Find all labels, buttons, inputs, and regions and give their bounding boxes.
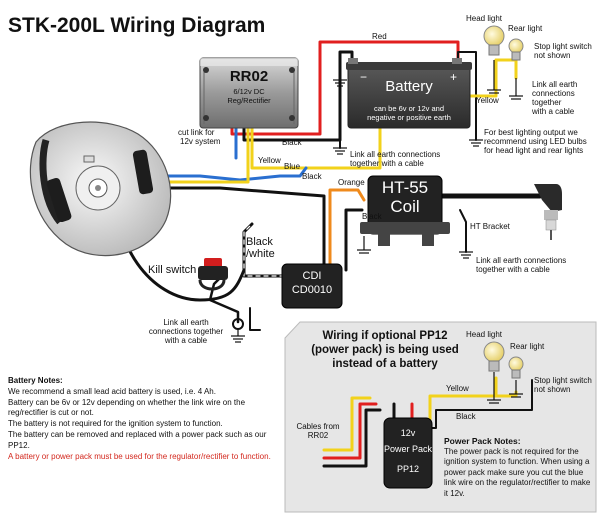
battery-positive-terminal: + [450, 70, 458, 84]
coil-line1: HT-55 [381, 178, 429, 197]
battery-notes-line1: We recommend a small lead acid battery i… [8, 386, 216, 396]
regulator-sub1: 6/12v DC [233, 87, 265, 96]
pp-label-black: Black [456, 412, 476, 421]
pp-rearlight-bulb-icon [508, 356, 524, 379]
stator-icon [29, 121, 172, 257]
label-earth-battery-2: together with a cable [350, 159, 424, 168]
label-cut-link-2: 12v system [180, 137, 221, 146]
battery [346, 58, 472, 129]
label-black-mid: Black [302, 172, 322, 181]
label-stoplight-2: not shown [534, 51, 571, 60]
battery-notes-warning: A battery or power pack must be used for… [8, 451, 271, 461]
regulator-sub2: Reg/Rectifier [227, 96, 271, 105]
pp-label-cables-1: Cables from [296, 422, 340, 431]
label-led-note-2: recommend using LED bulbs [484, 137, 587, 146]
label-black-coil: Black [362, 212, 382, 221]
pp-title-line2: (power pack) is being used [311, 344, 459, 356]
pp-line2: Power Pack [384, 444, 433, 454]
page-title: STK-200L Wiring Diagram [8, 14, 266, 37]
battery-desc1: can be 6v or 12v and [373, 104, 445, 113]
headlight-bulb-icon [483, 25, 505, 56]
cdi-line1: CDI [302, 270, 322, 282]
battery-notes-line2: Battery can be 6v or 12v depending on wh… [8, 397, 246, 418]
cdi-unit [281, 263, 343, 309]
label-earth-kill-1: Link all earth [163, 318, 209, 327]
label-earth-coil-1: Link all earth connections [476, 256, 567, 265]
label-cut-link-1: cut link for [178, 128, 215, 137]
label-blue: Blue [284, 162, 301, 171]
label-kill-switch: Kill switch [148, 264, 197, 276]
regulator-rr02 [199, 57, 299, 129]
label-earth-kill-3: with a cable [164, 336, 208, 345]
pp-label-rearlight: Rear light [510, 342, 545, 351]
spark-plug-icon [534, 184, 562, 240]
label-earth-kill-2: connections together [148, 327, 224, 336]
label-black-white-2: /white [246, 248, 275, 260]
wire-blue [158, 166, 308, 182]
wire-yellow-stator [148, 126, 250, 184]
pp-label-stoplight-2: not shown [534, 385, 571, 394]
label-earth-battery-1: Link all earth connections [350, 150, 441, 159]
label-rearlight: Rear light [508, 24, 543, 33]
battery-negative-terminal: − [360, 70, 368, 84]
label-orange: Orange [338, 178, 365, 187]
label-earth-lights-1: Link all earth [532, 80, 578, 89]
label-earth-lights-3: together [532, 98, 562, 107]
pp-title: Wiring if optional PP12 (power pack) is … [300, 329, 470, 371]
pp-line3: PP12 [396, 464, 420, 474]
label-black-top: Black [282, 138, 302, 147]
label-headlight: Head light [466, 14, 503, 23]
label-led-note-3: for head light and rear lights [484, 146, 584, 155]
powerpack-pp12 [383, 417, 433, 489]
wire-ht-earth [459, 209, 467, 253]
wire-black-coil [344, 208, 364, 272]
pp-label-yellow: Yellow [446, 384, 469, 393]
battery-notes-line3: The battery is not required for the igni… [8, 419, 223, 429]
wire-red [230, 40, 460, 136]
pp-ground-symbols [487, 372, 523, 404]
pp-label-headlight: Head light [466, 330, 503, 339]
wire-black-stator [144, 186, 326, 272]
wires-main [117, 40, 543, 331]
label-black-white-1: Black [246, 236, 273, 248]
pp-title-line1: Wiring if optional PP12 [322, 330, 448, 342]
wire-yellow-rear [494, 58, 518, 80]
powerpack-notes: Power Pack Notes: The power pack is not … [444, 436, 596, 500]
pp-notes-text: The power pack is not required for the i… [444, 446, 591, 498]
wire-orange [328, 188, 366, 272]
battery-notes: Battery Notes: We recommend a small lead… [8, 376, 278, 462]
cdi-line2: CD0010 [291, 284, 333, 296]
regulator-name: RR02 [229, 68, 269, 85]
label-earth-lights-4: with a cable [532, 107, 575, 116]
label-earth-coil-2: together with a cable [476, 265, 550, 274]
label-led-note-1: For best lighting output we [484, 128, 578, 137]
ht-coil [360, 175, 450, 246]
label-red: Red [372, 32, 387, 41]
ground-symbol-icon [231, 60, 523, 343]
pp-label-stoplight-1: Stop light switch [534, 376, 592, 385]
label-stoplight-1: Stop light switch [534, 42, 592, 51]
rearlight-bulb-icon [508, 38, 524, 61]
pp-headlight-bulb-icon [483, 341, 505, 372]
wire-black-battery [242, 50, 354, 142]
label-earth-lights-2: connections [532, 89, 575, 98]
pp-label-cables-2: RR02 [307, 431, 329, 440]
label-yellow-top: Yellow [476, 96, 499, 105]
battery-notes-heading: Battery Notes: [8, 376, 63, 385]
kill-switch [198, 258, 228, 291]
coil-line2: Coil [390, 197, 420, 216]
battery-desc2: negative or positive earth [367, 113, 451, 122]
pp-title-line3: instead of a battery [332, 358, 438, 370]
label-yellow: Yellow [258, 156, 281, 165]
battery-name: Battery [385, 78, 433, 95]
pp-line1: 12v [400, 428, 416, 438]
pp-notes-heading: Power Pack Notes: [444, 436, 521, 446]
wire-earth-lower [249, 307, 261, 331]
battery-notes-line4: The battery can be removed and replaced … [8, 429, 267, 450]
label-ht-bracket: HT Bracket [470, 222, 510, 231]
